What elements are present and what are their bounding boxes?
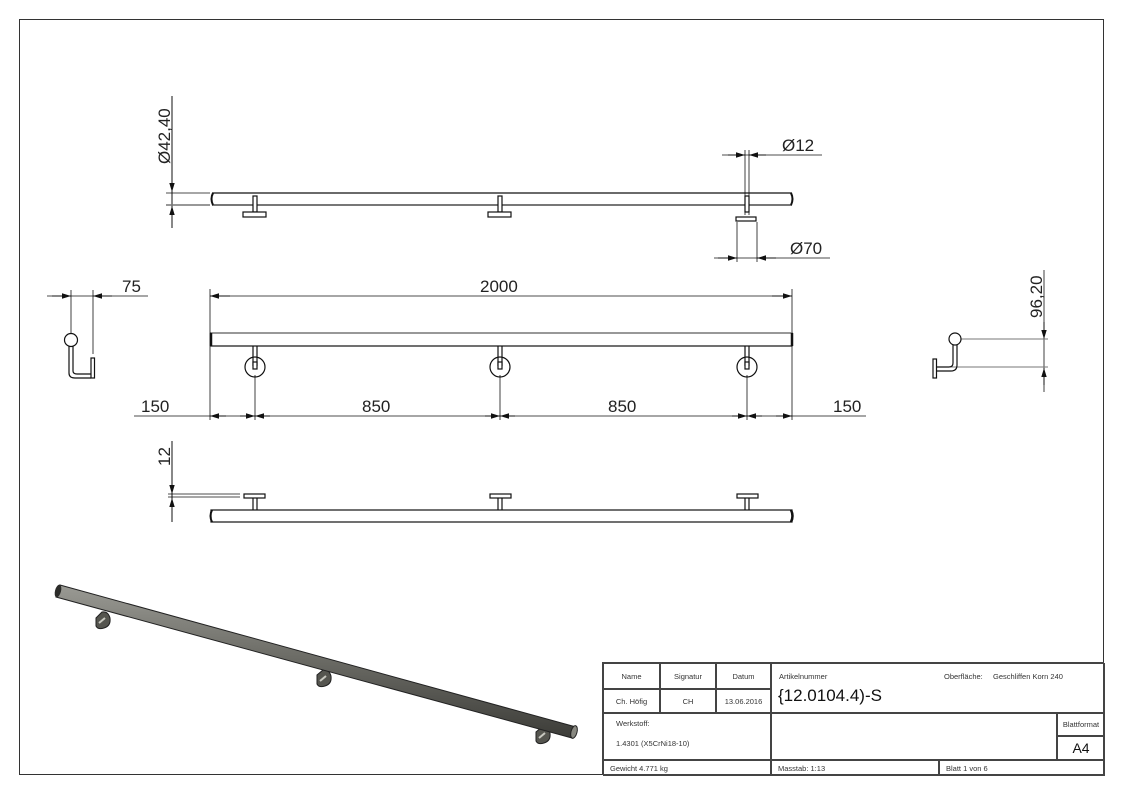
material-value: 1.4301 (X5CrNi18-10) (616, 739, 690, 748)
sheet-format-label: Blattformat (1057, 713, 1105, 736)
value-date: 13.06.2016 (716, 689, 771, 713)
material-block: Werkstoff: 1.4301 (X5CrNi18-10) (603, 713, 771, 760)
bracket-bottom-2 (489, 493, 512, 510)
header-signature: Signatur (660, 663, 716, 689)
iso-bracket-1 (95, 611, 111, 630)
surface-label: Oberfläche: (944, 672, 983, 681)
drawing-frame (19, 19, 1104, 775)
header-name: Name (603, 663, 660, 689)
bracket-top-1 (242, 195, 267, 218)
bottom-view: 12 (155, 441, 794, 523)
bracket-front-1 (244, 346, 266, 378)
iso-tube (55, 584, 577, 739)
top-view: Ø42,40 Ø12 (155, 96, 830, 262)
dim-plate-thickness: 12 (155, 447, 174, 466)
dim-plate-diameter: Ø70 (790, 239, 822, 258)
bracket-front-3 (736, 346, 758, 378)
dim-overall-length: 2000 (480, 277, 518, 296)
sheet-format-value: A4 (1057, 736, 1105, 760)
right-side-view: 96,20 (932, 270, 1048, 392)
dim-left-overhang: 150 (141, 397, 169, 416)
dim-wall-offset: 75 (122, 277, 141, 296)
bracket-front-2 (489, 346, 511, 378)
sheet-number: Blatt 1 von 6 (939, 760, 1105, 776)
material-label: Werkstoff: (616, 719, 650, 728)
left-side-view: 75 (47, 277, 148, 379)
article-number: {12.0104.4)-S (778, 686, 882, 705)
blank-block (771, 713, 1057, 760)
header-date: Datum (716, 663, 771, 689)
bracket-bottom-1 (243, 493, 266, 510)
surface-value: Geschliffen Korn 240 (993, 672, 1063, 681)
front-view: 2000 (134, 277, 866, 420)
dim-pin-diameter: Ø12 (782, 136, 814, 155)
dim-spacing-2: 850 (608, 397, 636, 416)
weight: Gewicht 4.771 kg (603, 760, 771, 776)
dim-right-overhang: 150 (833, 397, 861, 416)
iso-bracket-2 (316, 669, 332, 688)
isometric-view (54, 584, 578, 745)
bracket-top-2 (487, 195, 512, 218)
value-signature: CH (660, 689, 716, 713)
bracket-top-3 (735, 195, 757, 222)
dim-bracket-height: 96,20 (1027, 275, 1046, 318)
bracket-bottom-3 (736, 493, 759, 510)
article-block: Artikelnummer {12.0104.4)-S Oberfläche: … (771, 663, 1105, 713)
value-name: Ch. Höfig (603, 689, 660, 713)
dim-spacing-1: 850 (362, 397, 390, 416)
title-block: Name Signatur Datum Ch. Höfig CH 13.06.2… (602, 662, 1105, 776)
dim-tube-diameter: Ø42,40 (155, 108, 174, 164)
scale: Masstab: 1:13 (771, 760, 939, 776)
article-label: Artikelnummer (779, 672, 828, 681)
